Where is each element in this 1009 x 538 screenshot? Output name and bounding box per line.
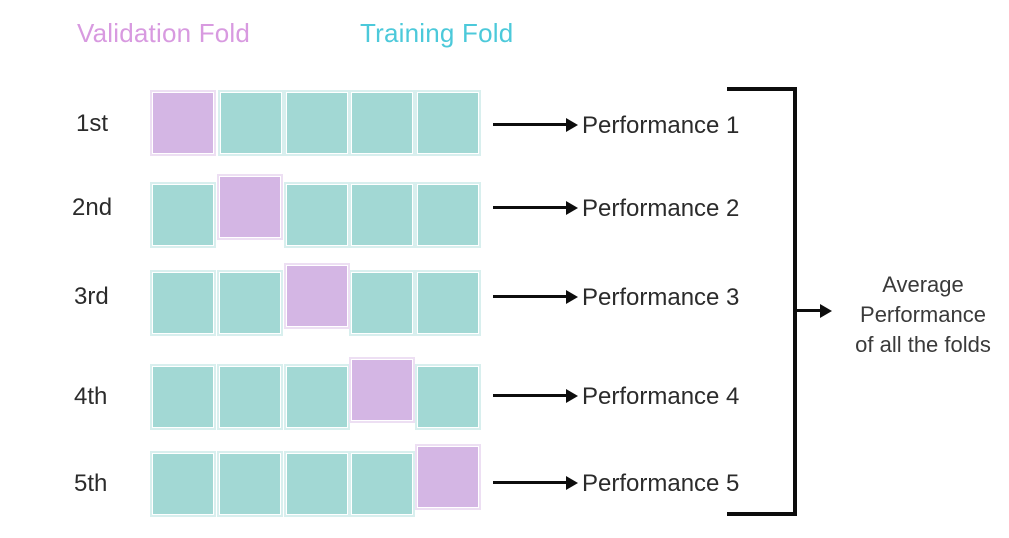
bracket-bottom-segment [727,512,797,516]
arrow-head-average [820,304,832,318]
performance-label-5: Performance 5 [582,470,740,497]
cell-training-1-4 [349,90,415,156]
cell-training-4-2 [217,364,283,430]
arrow-head-4 [566,389,578,403]
arrow-line-5 [493,481,568,484]
cell-validation-4-4 [349,357,415,423]
cell-training-3-5 [415,270,481,336]
cell-training-5-3 [284,451,350,517]
arrow-line-2 [493,206,568,209]
performance-label-2: Performance 2 [582,195,740,222]
fold-label-1: 1st [76,110,109,137]
performance-label-4: Performance 4 [582,383,740,410]
cell-training-2-5 [415,182,481,248]
cell-training-4-3 [284,364,350,430]
arrow-head-3 [566,290,578,304]
bracket-vertical-segment [793,87,797,516]
fold-label-3: 3rd [74,283,109,310]
cell-training-4-5 [415,364,481,430]
cell-training-3-4 [349,270,415,336]
cell-validation-5-5 [415,444,481,510]
fold-label-5: 5th [74,470,108,497]
cell-training-4-1 [150,364,216,430]
average-line-2: Performance [860,302,986,327]
arrow-head-1 [566,118,578,132]
cell-training-5-1 [150,451,216,517]
cell-validation-1-1 [150,90,216,156]
cell-training-1-5 [415,90,481,156]
legend-validation-fold: Validation Fold [77,18,251,48]
fold-label-4: 4th [74,383,108,410]
performance-label-3: Performance 3 [582,284,740,311]
cell-training-3-1 [150,270,216,336]
cell-training-1-2 [218,90,284,156]
performance-label-1: Performance 1 [582,112,740,139]
average-performance-text: Average Performance of all the folds [838,270,1008,360]
cell-training-5-4 [349,451,415,517]
cell-training-2-4 [349,182,415,248]
arrow-head-5 [566,476,578,490]
average-line-1: Average [882,272,964,297]
legend-training-fold: Training Fold [360,18,514,48]
arrow-line-3 [493,295,568,298]
arrow-line-1 [493,123,568,126]
cell-training-2-1 [150,182,216,248]
arrow-head-2 [566,201,578,215]
cell-training-3-2 [217,270,283,336]
fold-label-2: 2nd [72,194,113,221]
cell-training-2-3 [284,182,350,248]
arrow-line-4 [493,394,568,397]
average-line-3: of all the folds [855,332,991,357]
cell-training-1-3 [284,90,350,156]
cell-validation-3-3 [284,263,350,329]
bracket-top-segment [727,87,797,91]
cell-validation-2-2 [217,174,283,240]
cell-training-5-2 [217,451,283,517]
arrow-line-average [797,309,823,312]
